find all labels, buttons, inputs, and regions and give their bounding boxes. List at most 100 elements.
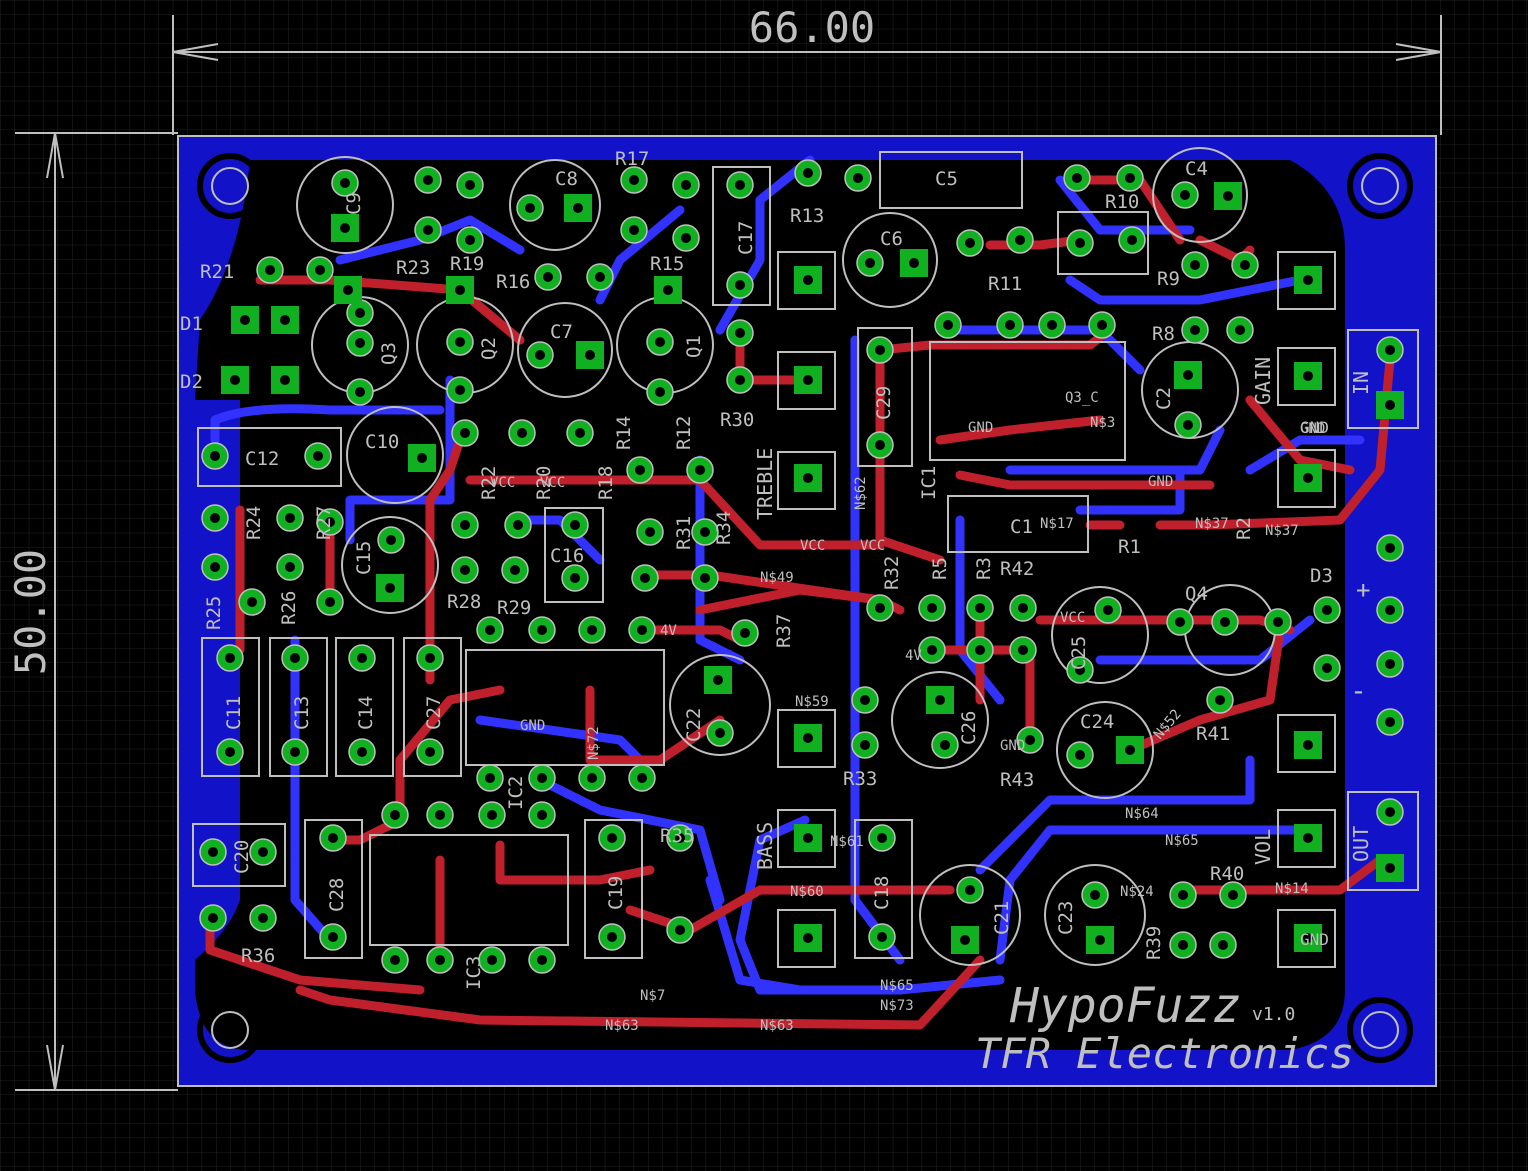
net-label: N$37 <box>1195 516 1229 532</box>
ref-r15: R15 <box>650 253 684 275</box>
pad-drill <box>537 955 547 965</box>
pad-drill <box>1385 345 1395 355</box>
net-label: N$62 <box>853 476 869 510</box>
pad-drill <box>1215 695 1225 705</box>
ref-r42: R42 <box>1000 558 1034 580</box>
net-label: N$49 <box>760 570 794 586</box>
ref-c21: C21 <box>991 901 1013 935</box>
pad-drill <box>537 773 547 783</box>
ref-ic3: IC3 <box>463 956 485 990</box>
ref-r33: R33 <box>843 768 877 790</box>
pad-drill <box>355 387 365 397</box>
pad-drill <box>681 180 691 190</box>
pad-drill <box>225 653 235 663</box>
pad-drill <box>208 913 218 923</box>
pad-drill <box>510 565 520 575</box>
pad-drill <box>1047 320 1057 330</box>
pad-drill <box>635 465 645 475</box>
net-label: VCC <box>860 538 885 554</box>
ref-c6: C6 <box>880 228 903 250</box>
ref-c11: C11 <box>223 696 245 730</box>
pad-drill <box>1235 325 1245 335</box>
ref-r11: R11 <box>988 273 1022 295</box>
pad-drill <box>877 932 887 942</box>
pad-drill <box>1018 603 1028 613</box>
net-label: N$65 <box>880 978 914 994</box>
label-gain: GAIN <box>1251 357 1275 405</box>
net-label: N$14 <box>1275 881 1309 897</box>
pad-drill <box>465 180 475 190</box>
ref-r12: R12 <box>673 416 695 450</box>
pad-drill <box>285 562 295 572</box>
label-minus: - <box>1350 674 1367 707</box>
pad-drill <box>460 428 470 438</box>
pad-drill <box>1178 940 1188 950</box>
version-label: v1.0 <box>1252 1004 1295 1025</box>
pad-drill <box>343 285 353 295</box>
pad-drill <box>935 695 945 705</box>
pad-drill <box>208 847 218 857</box>
pad-drill <box>535 350 545 360</box>
pad-drill <box>280 375 290 385</box>
pad-drill <box>645 527 655 537</box>
pad-drill <box>965 885 975 895</box>
net-label: N$3 <box>1090 415 1115 431</box>
ref-c20: C20 <box>231 840 253 874</box>
pad-drill <box>943 320 953 330</box>
ref-r31: R31 <box>673 516 695 550</box>
pad-drill <box>681 233 691 243</box>
pad-drill <box>629 225 639 235</box>
net-label: 4V <box>905 648 922 664</box>
ref-r40: R40 <box>1210 863 1244 885</box>
ref-r1: R1 <box>1118 536 1141 558</box>
pad-drill <box>357 653 367 663</box>
pad-drill <box>386 535 396 545</box>
pad-drill <box>465 235 475 245</box>
ref-r18: R18 <box>595 466 617 500</box>
pad-drill <box>513 520 523 530</box>
pad-drill <box>340 223 350 233</box>
ref-r21: R21 <box>200 261 234 283</box>
net-label: VCC <box>540 475 565 491</box>
ref-r9: R9 <box>1157 268 1180 290</box>
pad-drill <box>875 440 885 450</box>
pad-drill <box>1125 745 1135 755</box>
ref-c12: C12 <box>245 448 279 470</box>
mounting-holes <box>197 153 1413 1063</box>
pad-drill <box>695 465 705 475</box>
dimension-height-label: 50.00 <box>6 549 55 675</box>
pad-drill <box>860 695 870 705</box>
pad-drill <box>543 272 553 282</box>
pad-drill <box>1025 735 1035 745</box>
pad-drill <box>280 315 290 325</box>
pad-drill <box>1183 370 1193 380</box>
pad-drill <box>517 428 527 438</box>
pad-drill <box>247 597 257 607</box>
pad-drill <box>1183 420 1193 430</box>
ref-q1: Q1 <box>683 335 705 358</box>
label-bass: BASS <box>753 822 777 870</box>
net-label: N$64 <box>1125 806 1159 822</box>
pad-drill <box>640 573 650 583</box>
pad-drill <box>1220 617 1230 627</box>
pad-drill <box>455 385 465 395</box>
pad-drill <box>1385 863 1395 873</box>
ref-r14: R14 <box>613 416 635 450</box>
dimension-width <box>172 15 1442 135</box>
pad-drill <box>735 180 745 190</box>
ref-c15: C15 <box>353 541 375 575</box>
ref-r27: R27 <box>313 506 335 540</box>
net-label: N$61 <box>830 834 864 850</box>
pad-drill <box>1240 260 1250 270</box>
pad-drill <box>853 173 863 183</box>
ref-r32: R32 <box>881 556 903 590</box>
label-vol: VOL <box>1251 829 1275 865</box>
pad-drill <box>975 603 985 613</box>
pad-drill <box>537 810 547 820</box>
pad-drill <box>629 175 639 185</box>
pad-drill <box>585 350 595 360</box>
pad-drill <box>975 645 985 655</box>
pad-drill <box>1223 191 1233 201</box>
pad-drill <box>1385 400 1395 410</box>
ref-r37: R37 <box>773 614 795 648</box>
